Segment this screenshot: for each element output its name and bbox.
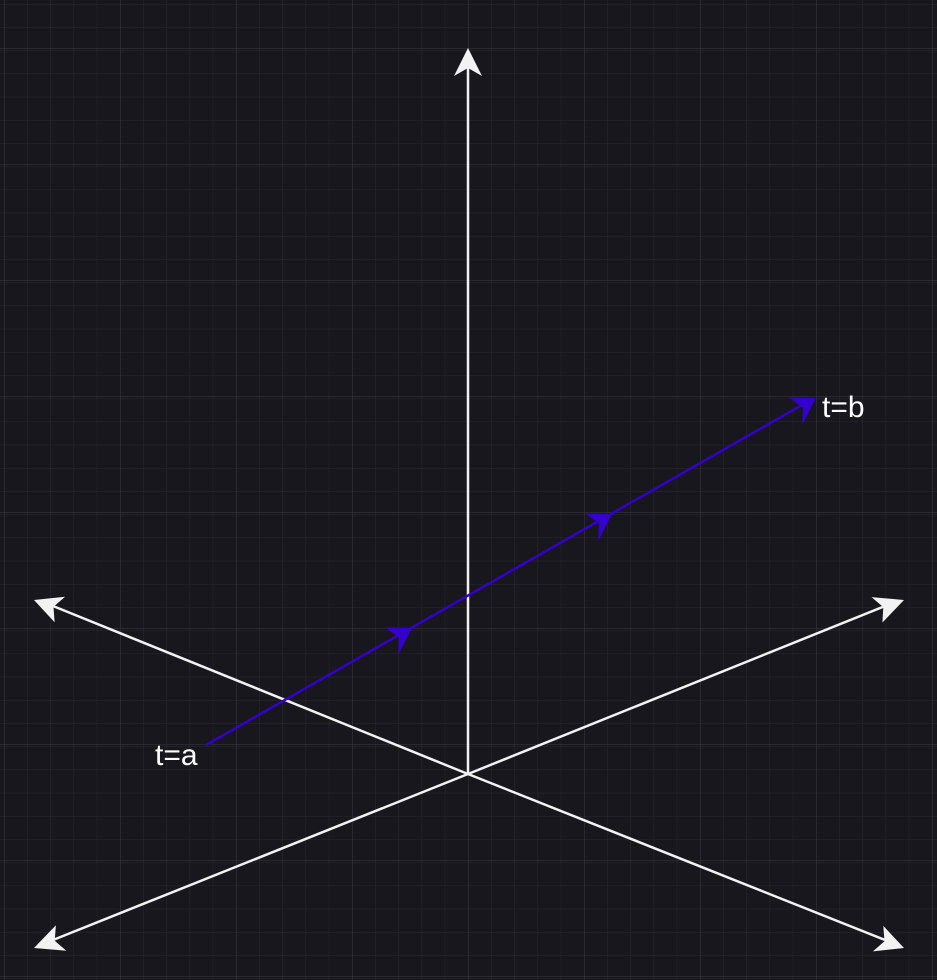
path-arrow-1	[385, 627, 412, 656]
axis-lower-left	[47, 772, 469, 944]
path-curve	[205, 397, 816, 747]
label-end: t=b	[822, 391, 865, 424]
arrowhead-upper-right	[871, 597, 904, 623]
axis-upper-right	[467, 602, 891, 776]
arrowhead-lower-left	[34, 925, 67, 951]
arrowhead-up	[454, 48, 482, 76]
label-start: t=a	[155, 739, 198, 772]
axis-lower-right	[467, 772, 891, 944]
axes	[47, 60, 891, 944]
arrowhead-upper-left	[34, 596, 66, 623]
axis-arrowheads	[34, 48, 904, 952]
path-line	[205, 403, 803, 747]
axis-upper-left	[47, 602, 469, 776]
path-arrow-2	[585, 513, 612, 542]
arrowhead-lower-right	[872, 925, 904, 952]
path-arrow-end	[789, 397, 816, 426]
